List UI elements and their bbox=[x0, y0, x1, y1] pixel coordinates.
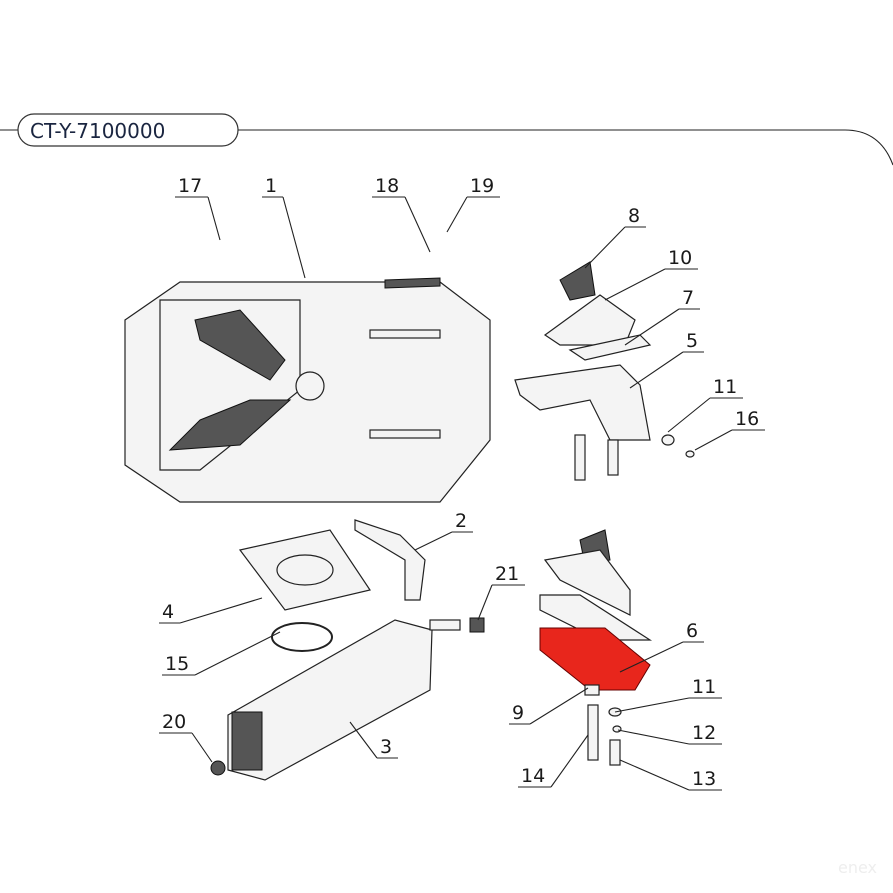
diagram-title: CT-Y-7100000 bbox=[30, 119, 165, 143]
title-frame: CT-Y-7100000 bbox=[0, 113, 893, 166]
leader-line bbox=[175, 196, 221, 241]
callout-8: 8 bbox=[628, 205, 640, 227]
callout-1: 1 bbox=[265, 175, 277, 197]
leader-line bbox=[372, 196, 431, 253]
callout-16: 16 bbox=[735, 408, 759, 430]
leader-line bbox=[159, 597, 263, 624]
leader-line bbox=[614, 697, 722, 713]
leader-line bbox=[262, 196, 306, 279]
leader-line bbox=[619, 641, 704, 673]
leader-line bbox=[617, 729, 722, 745]
callout-21: 21 bbox=[495, 563, 519, 585]
leader-line bbox=[629, 351, 704, 389]
jaw-assembly-lower bbox=[539, 529, 653, 766]
leader-line bbox=[584, 226, 646, 269]
leader-line bbox=[477, 584, 525, 621]
callout-7: 7 bbox=[682, 287, 694, 309]
callout-labels: 17 1 18 19 8 10 7 5 11 16 2 21 4 15 6 11 9 12 3 20 14 13 bbox=[159, 175, 765, 791]
leader-line bbox=[624, 308, 700, 346]
callout-9: 9 bbox=[512, 702, 524, 724]
callout-3: 3 bbox=[380, 736, 392, 758]
callout-6: 6 bbox=[686, 620, 698, 642]
leader-line bbox=[349, 721, 398, 759]
callout-4: 4 bbox=[162, 601, 174, 623]
callout-11: 11 bbox=[713, 376, 737, 398]
callout-12: 12 bbox=[692, 722, 716, 744]
callout-5: 5 bbox=[686, 330, 698, 352]
leader-line bbox=[619, 759, 722, 791]
callout-17: 17 bbox=[178, 175, 202, 197]
leader-line bbox=[604, 268, 698, 301]
leader-line bbox=[446, 196, 500, 233]
leader-line bbox=[159, 732, 213, 763]
fifth-wheel-plate bbox=[124, 277, 491, 503]
callout-18: 18 bbox=[375, 175, 399, 197]
leader-line bbox=[518, 734, 589, 788]
watermark-logo: enex bbox=[838, 858, 877, 877]
leader-line bbox=[414, 531, 473, 551]
callout-14: 14 bbox=[521, 765, 545, 787]
leader-line bbox=[667, 397, 743, 433]
callout-15: 15 bbox=[165, 653, 189, 675]
callout-11: 11 bbox=[692, 676, 716, 698]
leader-line bbox=[162, 631, 281, 676]
leader-line bbox=[509, 687, 589, 725]
callout-20: 20 bbox=[162, 711, 186, 733]
highlighted-part-6 bbox=[539, 627, 651, 691]
jaw-assembly-upper bbox=[514, 261, 695, 481]
callout-13: 13 bbox=[692, 768, 716, 790]
lower-parts bbox=[210, 519, 485, 781]
callout-2: 2 bbox=[455, 510, 467, 532]
callout-19: 19 bbox=[470, 175, 494, 197]
callout-10: 10 bbox=[668, 247, 692, 269]
leader-line bbox=[694, 429, 765, 451]
